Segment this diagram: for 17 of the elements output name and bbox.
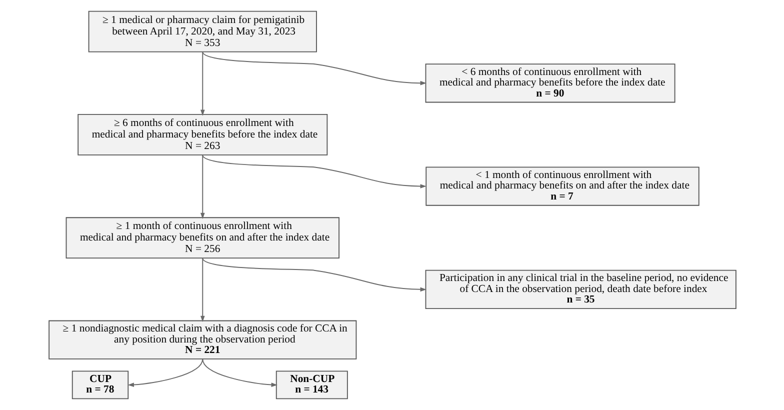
node-box: ≥ 1 medical or pharmacy claim for pemigatinib between April 17, 2020, and May 31, 2023 N = 353 bbox=[88, 10, 316, 52]
node-box: ≥ 6 months of continuous enrollment with medical and pharmacy benefits before the index date N = 263 bbox=[77, 114, 328, 156]
arrow bbox=[202, 51, 426, 86]
arrow bbox=[202, 258, 426, 292]
node-box: CUP n = 78 bbox=[71, 370, 128, 400]
arrow bbox=[202, 358, 277, 387]
arrow bbox=[127, 358, 203, 387]
arrow bbox=[200, 51, 204, 116]
node-box: < 1 month of continuous enrollment with medical and pharmacy benefits on and after the index date n = 7 bbox=[425, 166, 699, 206]
node-box: ≥ 1 month of continuous enrollment with medical and pharmacy benefits on and after the index date N = 256 bbox=[65, 217, 339, 259]
node-box: ≥ 1 nondiagnostic medical claim with a diagnosis code for CCA in any position during the observation period N = 221 bbox=[48, 320, 356, 360]
arrow bbox=[200, 154, 204, 220]
node-box: Participation in any clinical trial in the baseline period, no evidence of CCA in the observation period, death date before index n = 35 bbox=[424, 270, 736, 309]
arrow bbox=[200, 258, 204, 322]
arrow bbox=[202, 154, 426, 188]
node-box: < 6 months of continuous enrollment with medical and pharmacy benefits before the index date n = 90 bbox=[424, 64, 675, 103]
node-box: Non-CUP n = 143 bbox=[275, 370, 348, 400]
